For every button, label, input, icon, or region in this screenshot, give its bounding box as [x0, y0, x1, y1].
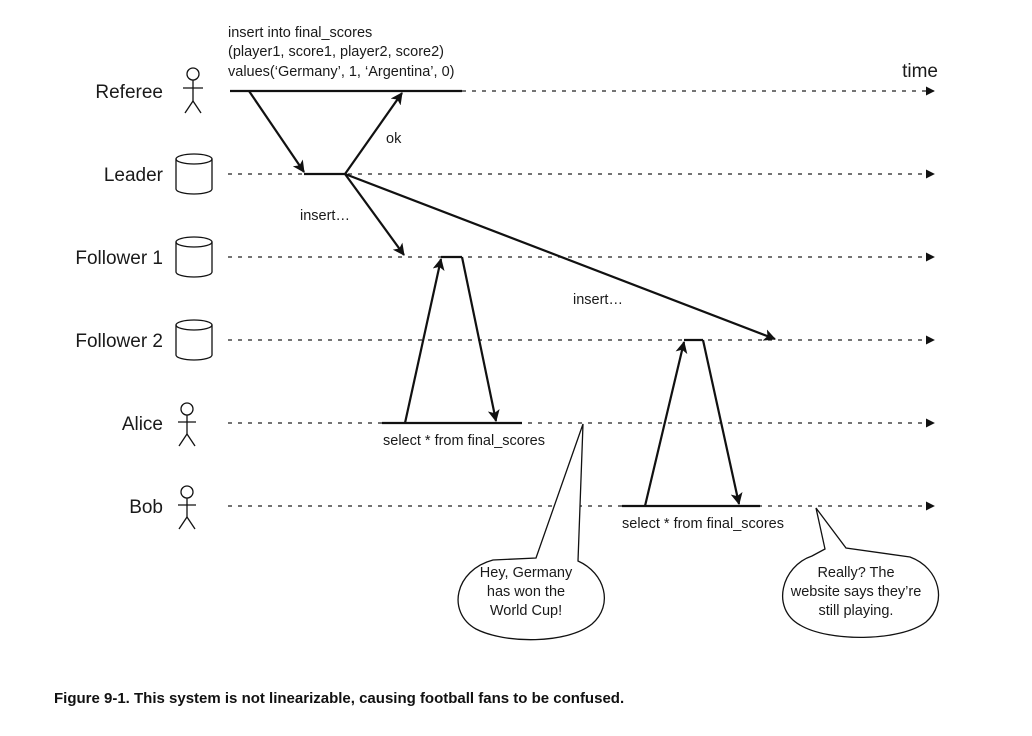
actor-label-follower-1: Follower 1	[75, 248, 163, 269]
sql-insert-line-2: (player1, score1, player2, score2)	[228, 44, 444, 60]
actor-label-alice: Alice	[122, 414, 163, 435]
bob-speech-bubble: Really? The website says they’re still p…	[782, 507, 940, 639]
alice-speech-bubble: Hey, Germany has won the World Cup!	[457, 423, 605, 641]
referee-person-icon	[183, 67, 203, 114]
leader-database-icon	[175, 153, 213, 195]
alice-read-request-arrow	[403, 258, 445, 424]
insert-to-leader-arrow	[248, 90, 305, 173]
follower-1-database-icon	[175, 236, 213, 278]
bob-read-request-arrow	[643, 341, 688, 507]
bob-bubble-line-2: website says they’re	[790, 584, 922, 600]
replicate-to-follower-2-arrow	[344, 172, 776, 341]
actor-label-bob: Bob	[129, 497, 163, 518]
alice-read-response-arrow	[460, 256, 500, 422]
sql-insert-line-1: insert into final_scores	[228, 25, 372, 41]
ok-label: ok	[386, 131, 402, 147]
bob-person-icon	[178, 485, 196, 530]
follower-2-database-icon	[175, 319, 213, 361]
insert-follower-2-label: insert…	[573, 292, 623, 308]
bob-bubble-line-3: still playing.	[819, 603, 894, 619]
sql-insert-line-3: values(‘Germany’, 1, ‘Argentina’, 0)	[228, 64, 454, 80]
bob-bubble-line-1: Really? The	[817, 565, 894, 581]
actor-label-follower-2: Follower 2	[75, 331, 163, 352]
ok-to-referee-arrow	[344, 92, 403, 175]
bob-query-label: select * from final_scores	[622, 516, 784, 532]
alice-query-label: select * from final_scores	[383, 433, 545, 449]
alice-bubble-line-3: World Cup!	[490, 603, 562, 619]
figure-caption: Figure 9-1. This system is not lineariza…	[54, 690, 625, 707]
alice-bubble-line-2: has won the	[487, 584, 565, 600]
time-axis-label: time	[902, 61, 938, 82]
alice-bubble-line-1: Hey, Germany	[480, 565, 573, 581]
insert-follower-1-label: insert…	[300, 208, 350, 224]
alice-person-icon	[178, 402, 196, 447]
bob-read-response-arrow	[701, 339, 743, 505]
actor-label-referee: Referee	[95, 82, 163, 103]
replicate-to-follower-1-arrow	[344, 173, 405, 256]
actor-label-leader: Leader	[104, 165, 164, 186]
